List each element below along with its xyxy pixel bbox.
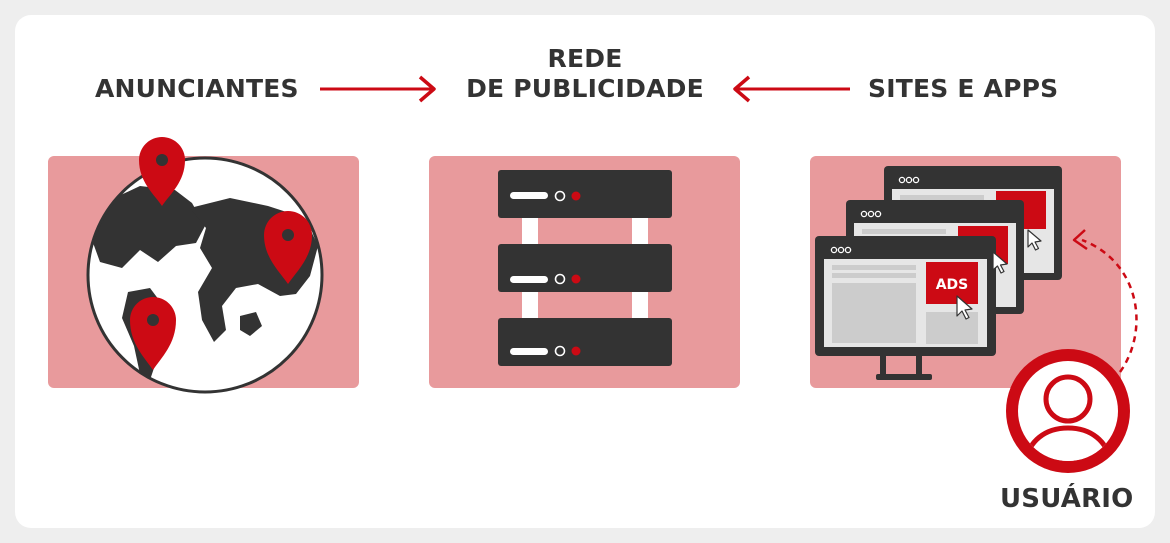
ad-network-label-line1: REDE bbox=[547, 44, 623, 73]
server-unit bbox=[498, 244, 672, 292]
user-avatar-icon bbox=[1006, 349, 1130, 473]
server-rack-icon bbox=[498, 170, 672, 366]
map-pin-icon bbox=[130, 297, 176, 370]
ad-banner bbox=[926, 262, 978, 304]
arrow-left-icon bbox=[733, 75, 850, 103]
server-unit bbox=[498, 170, 672, 218]
server-unit bbox=[498, 318, 672, 366]
arrow-right-icon bbox=[320, 75, 436, 103]
map-pin-icon bbox=[264, 211, 312, 284]
cursor-icon bbox=[1027, 229, 1042, 251]
cursor-icon bbox=[992, 251, 1008, 274]
user-label: USUÁRIO bbox=[1000, 484, 1134, 514]
advertisers-label: ANUNCIANTES bbox=[95, 74, 299, 103]
sites-apps-label: SITES E APPS bbox=[868, 74, 1059, 103]
monitor-icon: ADS bbox=[815, 236, 996, 380]
ad-network-label: REDE DE PUBLICIDADE bbox=[445, 44, 725, 104]
dashed-arrow-icon bbox=[1072, 229, 1138, 373]
ads-badge-text: ADS bbox=[936, 277, 969, 293]
ad-network-label-line2: DE PUBLICIDADE bbox=[466, 74, 704, 103]
map-pin-icon bbox=[139, 136, 185, 206]
cursor-icon bbox=[956, 295, 973, 320]
